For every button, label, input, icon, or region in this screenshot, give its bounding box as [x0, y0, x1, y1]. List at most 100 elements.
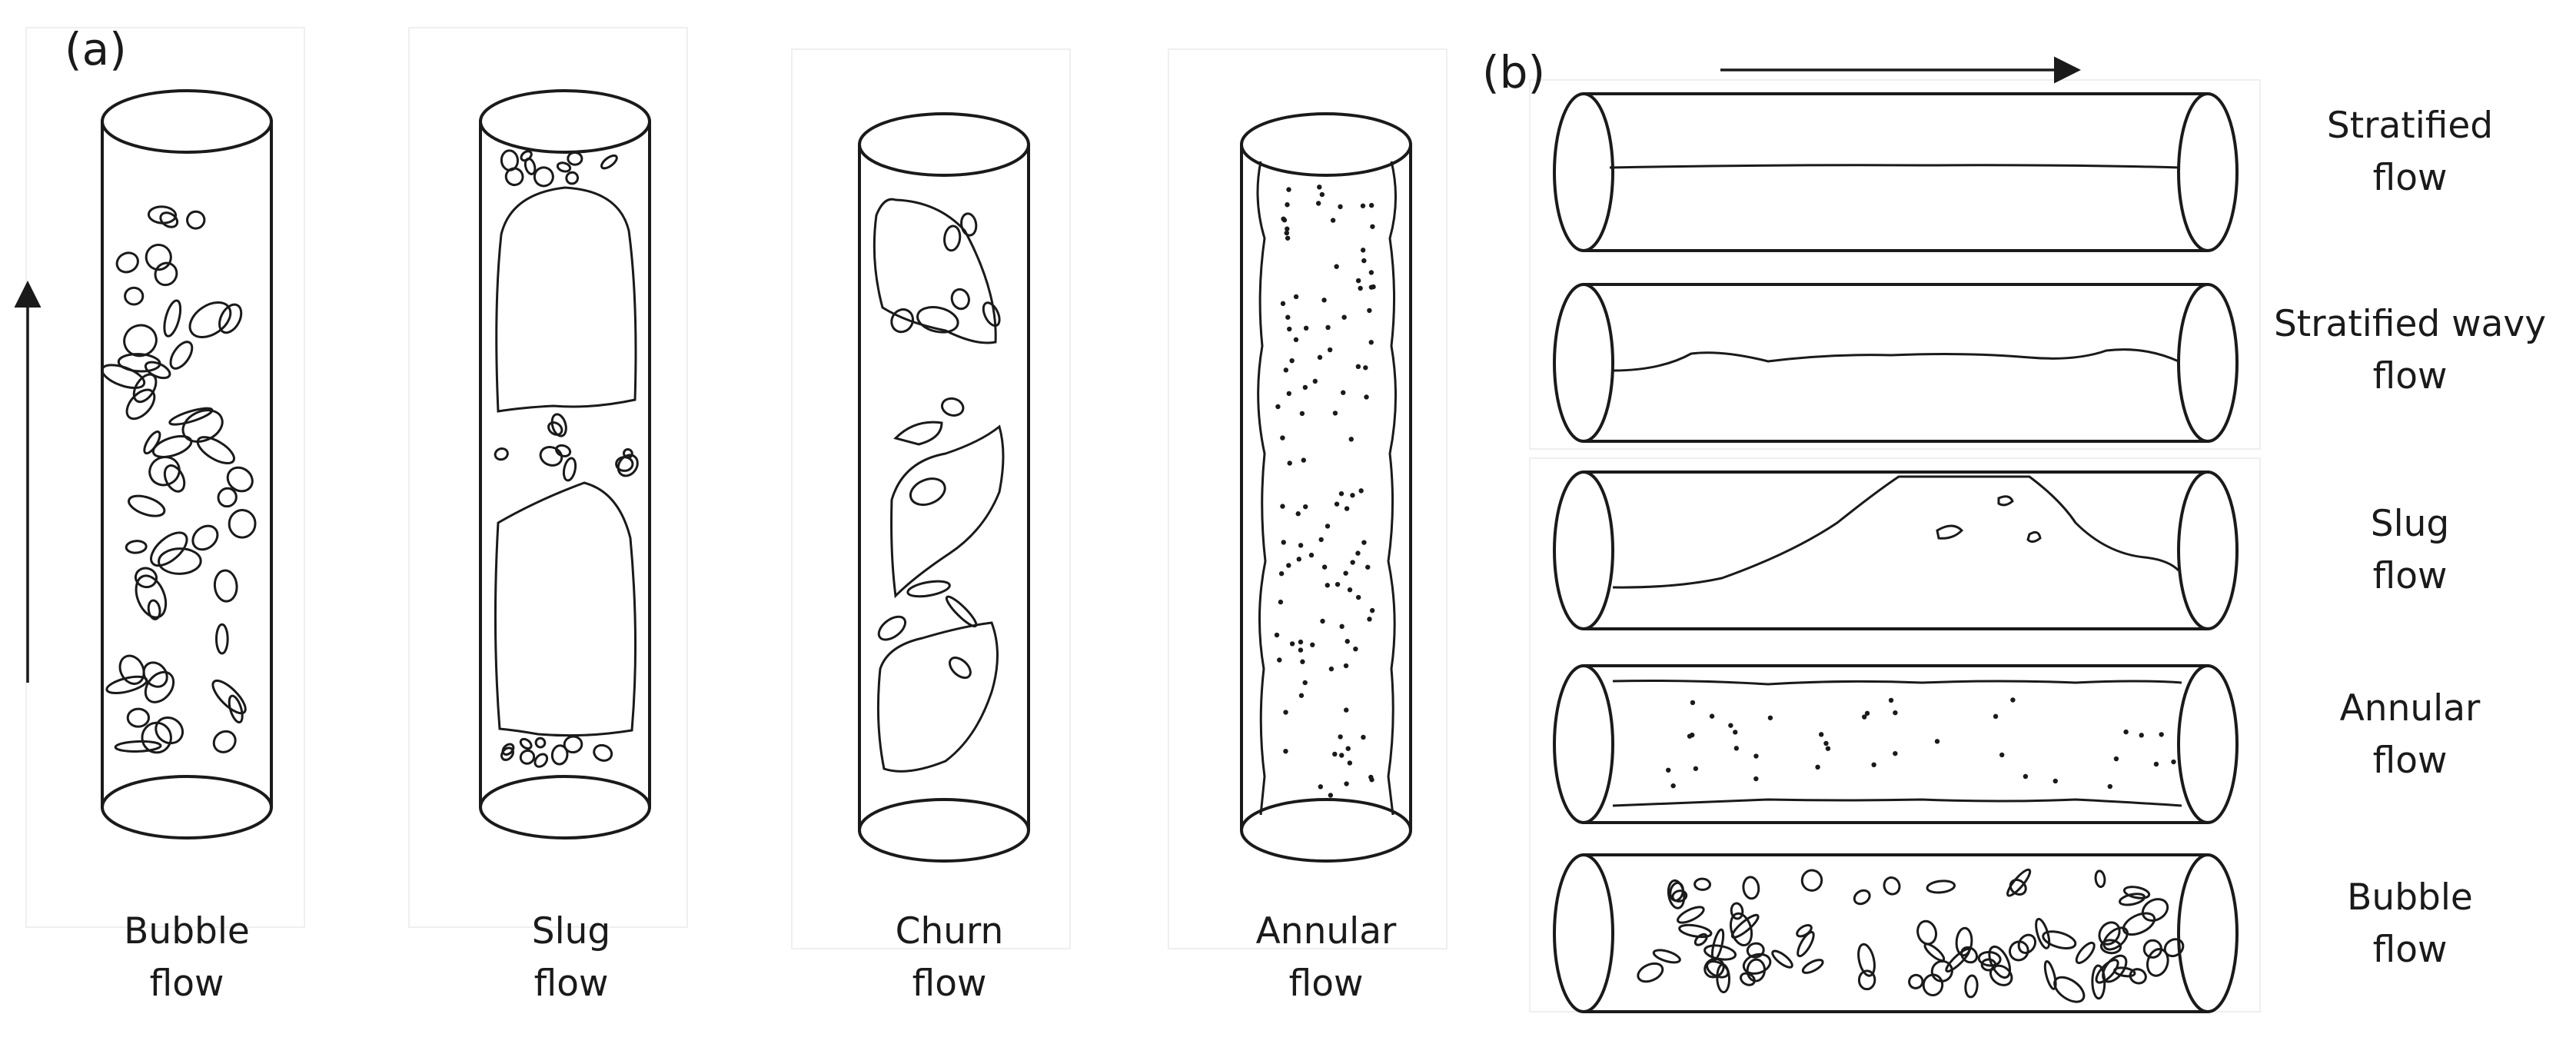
- droplet-vertical: [1328, 666, 1335, 672]
- horizontal-pipes: [1553, 92, 2239, 1013]
- droplet-vertical: [1332, 751, 1338, 757]
- bubble-vertical: [134, 567, 158, 589]
- bubble-slug-vertical: [533, 753, 549, 768]
- bubble-churn: [916, 306, 959, 334]
- slug-bubble-a: [1936, 524, 1964, 540]
- droplet-horizontal: [1888, 697, 1894, 703]
- droplet-horizontal: [1690, 700, 1696, 706]
- bubble-vertical: [118, 654, 145, 685]
- bubble-vertical: [163, 299, 182, 337]
- bubble-horizontal: [2043, 960, 2057, 990]
- droplet-vertical: [1321, 298, 1327, 303]
- droplet-horizontal: [1825, 746, 1831, 751]
- droplet-vertical: [1361, 734, 1366, 740]
- droplet-horizontal: [1733, 730, 1738, 735]
- bubble-horizontal: [1667, 879, 1686, 909]
- droplet-vertical: [1283, 710, 1288, 715]
- droplet-vertical: [1301, 457, 1306, 463]
- bubble-slug-vertical: [519, 737, 533, 750]
- bubble-vertical: [211, 679, 247, 715]
- droplet-vertical: [1350, 560, 1355, 565]
- bubble-horizontal: [2009, 878, 2027, 896]
- droplet-vertical: [1318, 537, 1324, 543]
- droplet-vertical: [1347, 587, 1353, 593]
- droplet-vertical: [1358, 488, 1364, 494]
- droplet-horizontal: [2123, 729, 2129, 735]
- droplet-vertical: [1361, 540, 1367, 545]
- pipe-slug-vertical: [479, 89, 651, 840]
- droplet-vertical: [1335, 581, 1341, 587]
- bubble-horizontal: [1883, 876, 1901, 896]
- droplet-vertical: [1328, 793, 1334, 798]
- droplet-vertical: [1355, 364, 1361, 370]
- pipe-annular-vertical: [1240, 112, 1412, 863]
- bubble-slug-vertical: [550, 413, 567, 437]
- droplet-vertical: [1368, 202, 1374, 208]
- droplet-vertical: [1325, 524, 1331, 529]
- bubble-slug-vertical: [562, 457, 577, 482]
- droplet-horizontal: [2023, 773, 2029, 780]
- droplet-vertical: [1341, 314, 1347, 320]
- bubble-horizontal: [1955, 926, 1973, 957]
- bubble-horizontal: [2102, 926, 2129, 951]
- bubble-horizontal: [1797, 930, 1815, 958]
- bubble-horizontal: [1706, 960, 1730, 979]
- bubble-vertical: [218, 303, 243, 334]
- bubble-vertical: [141, 721, 172, 754]
- bubble-vertical: [144, 670, 175, 703]
- droplet-vertical: [1286, 187, 1291, 192]
- droplet-vertical: [1368, 340, 1374, 345]
- droplet-vertical: [1278, 599, 1284, 605]
- droplet-vertical: [1302, 384, 1308, 391]
- bubble-vertical: [147, 599, 161, 620]
- horizontal-interfaces: [1609, 164, 2182, 807]
- bubble-churn: [909, 477, 946, 507]
- droplet-vertical: [1310, 642, 1315, 647]
- droplet-horizontal: [2010, 697, 2016, 703]
- bubble-horizontal: [2098, 921, 2121, 946]
- droplet-vertical: [1278, 570, 1285, 577]
- droplet-vertical: [1303, 325, 1309, 331]
- churn-structure-2: [890, 424, 1005, 599]
- droplet-vertical: [1298, 693, 1305, 698]
- panel-bg-annular: [1168, 48, 1448, 949]
- panel-bg-horizontal-top: [1529, 79, 2261, 450]
- droplet-vertical: [1355, 594, 1361, 600]
- droplet-vertical: [1361, 258, 1367, 264]
- droplet-horizontal: [1665, 767, 1671, 773]
- droplet-vertical: [1345, 639, 1350, 644]
- droplet-vertical: [1298, 543, 1304, 548]
- slug-bubble-c: [2026, 530, 2042, 544]
- droplet-vertical: [1330, 218, 1336, 223]
- droplet-horizontal: [2153, 761, 2159, 767]
- bubble-horizontal: [1694, 877, 1712, 891]
- bubble-slug-vertical: [533, 166, 554, 188]
- droplet-horizontal: [1934, 739, 1940, 744]
- churn-structure-1: [873, 198, 997, 344]
- droplet-horizontal: [1993, 713, 1999, 720]
- bubble-vertical: [214, 623, 229, 655]
- bubble-slug-vertical: [534, 736, 547, 749]
- bubble-slug-vertical: [500, 746, 514, 761]
- bubble-horizontal: [1964, 974, 1979, 999]
- droplet-vertical: [1344, 781, 1349, 786]
- droplet-vertical: [1303, 504, 1308, 510]
- droplet-vertical: [1367, 617, 1372, 622]
- droplet-vertical: [1343, 570, 1348, 576]
- slug-interface: [1612, 475, 2180, 589]
- droplet-vertical: [1368, 270, 1374, 275]
- bubble-horizontal: [2017, 933, 2037, 954]
- droplet-vertical: [1332, 411, 1338, 416]
- bubble-slug-vertical: [500, 149, 519, 171]
- bubble-horizontal: [1926, 879, 1956, 894]
- bubble-slug-vertical: [539, 445, 563, 467]
- bubble-slug-vertical: [519, 749, 536, 765]
- bubble-vertical: [212, 730, 237, 753]
- droplet-vertical: [1298, 647, 1304, 653]
- droplet-horizontal: [2107, 783, 2113, 790]
- droplet-horizontal: [1753, 753, 1759, 759]
- droplet-vertical: [1295, 511, 1301, 517]
- bubble-horizontal: [2142, 939, 2162, 959]
- bubble-vertical: [181, 409, 224, 443]
- bubble-churn: [943, 224, 962, 252]
